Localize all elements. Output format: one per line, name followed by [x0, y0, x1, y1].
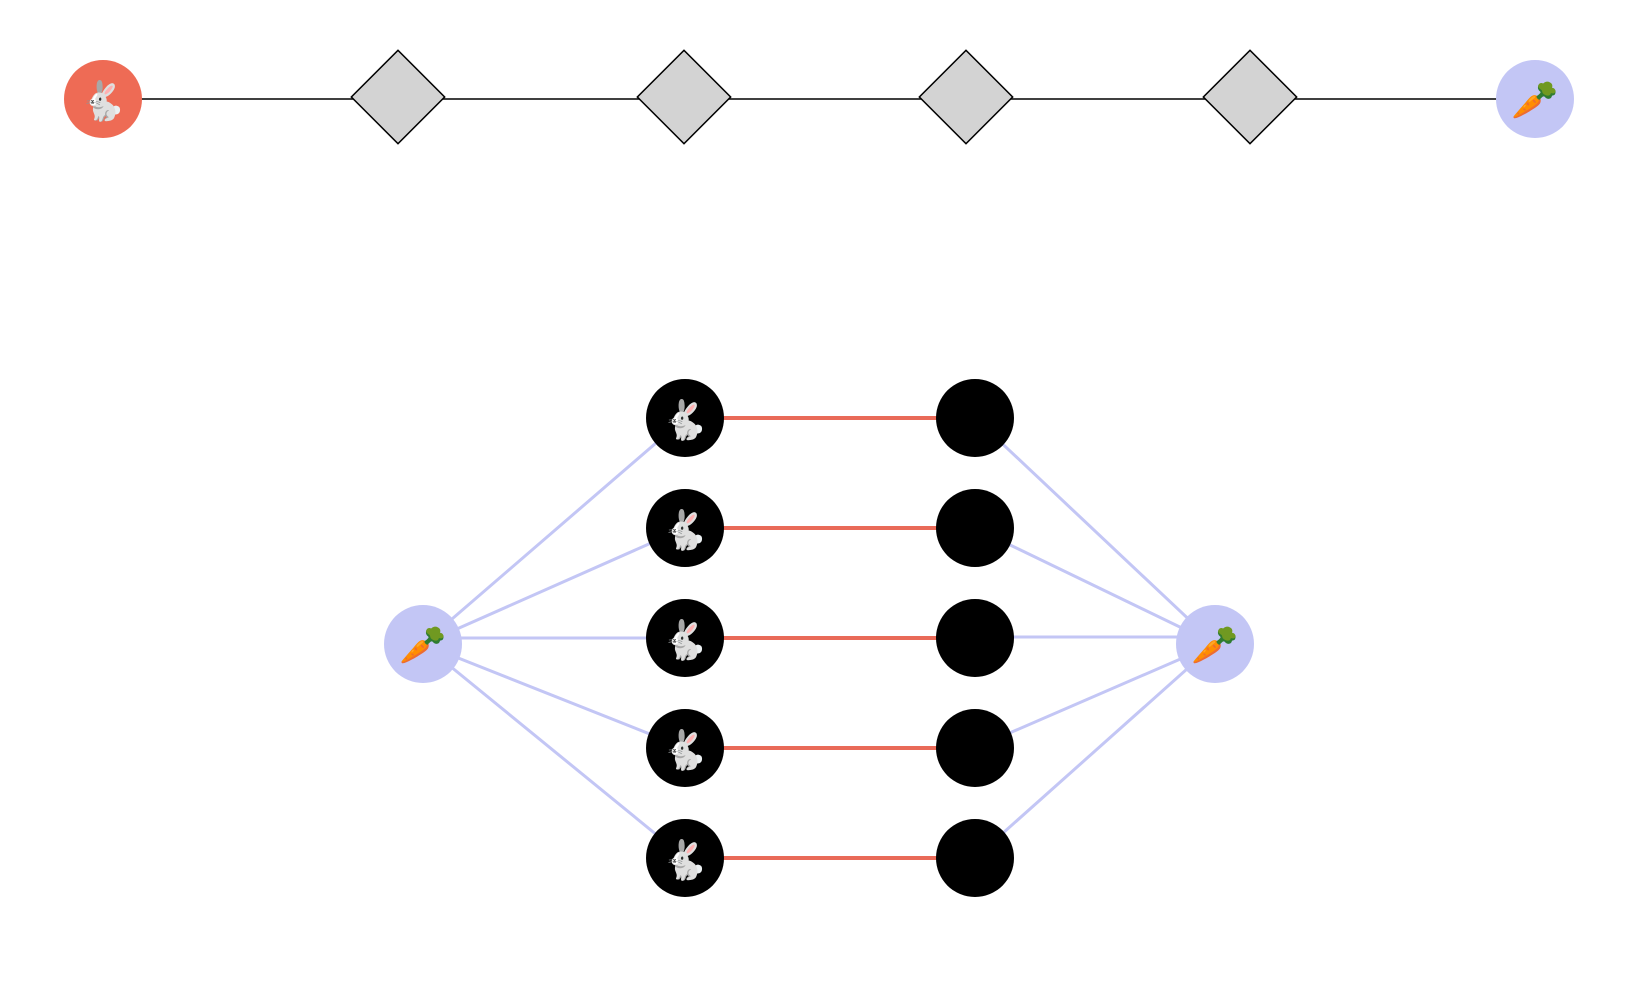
- right-column-nodes: [936, 379, 1014, 897]
- carrot-icon: 🥕: [1191, 623, 1238, 667]
- left-hub-edge-2: [422, 526, 686, 646]
- step-node-4: [1202, 49, 1298, 145]
- rabbit-node: [64, 60, 142, 138]
- top-chain: 🐇 🥕: [64, 49, 1574, 145]
- right-hub-edge-4: [974, 642, 1216, 750]
- rabbit-node: [646, 599, 724, 677]
- rabbit-node: [646, 819, 724, 897]
- pair-node-5: [936, 819, 1014, 897]
- carrot-icon: 🥕: [1511, 78, 1558, 122]
- step-node-3: [918, 49, 1014, 145]
- step-node-2: [636, 49, 732, 145]
- step-node-1: [350, 49, 446, 145]
- left-hub-edge-4: [422, 642, 686, 750]
- left-hub-edge-5: [422, 642, 686, 860]
- rabbit-node: [646, 489, 724, 567]
- pair-node-3: [936, 599, 1014, 677]
- pair-node-2: [936, 489, 1014, 567]
- pair-node-4: [936, 709, 1014, 787]
- rabbit-icon: 🐇: [661, 508, 708, 552]
- rabbit-icon: 🐇: [661, 398, 708, 442]
- carrot-icon: 🥕: [399, 623, 446, 667]
- pair-edges: [685, 416, 975, 860]
- carrot-node: [384, 605, 462, 683]
- rabbit-icon: 🐇: [79, 79, 126, 123]
- right-hub: 🥕: [1176, 605, 1254, 683]
- pair-node-1: [936, 379, 1014, 457]
- left-hub-edge-1: [422, 416, 686, 646]
- rabbit-icon: 🐇: [661, 728, 708, 772]
- top-step-nodes: [350, 49, 1298, 145]
- top-start-node: 🐇: [64, 60, 142, 138]
- rabbit-node: [646, 709, 724, 787]
- top-end-node: 🥕: [1496, 60, 1574, 138]
- rabbit-icon: 🐇: [661, 618, 708, 662]
- left-column-nodes: 🐇 🐇 🐇 🐇 🐇: [646, 379, 724, 897]
- right-hub-edge-2: [974, 526, 1216, 646]
- right-hub-edge-5: [974, 642, 1216, 860]
- rabbit-node: [646, 379, 724, 457]
- left-hub-edges: [422, 416, 686, 860]
- carrot-node: [1496, 60, 1574, 138]
- rabbit-icon: 🐇: [661, 838, 708, 882]
- left-hub: 🥕: [384, 605, 462, 683]
- right-hub-edges: [973, 416, 1217, 860]
- carrot-node: [1176, 605, 1254, 683]
- right-hub-edge-1: [973, 416, 1217, 646]
- bottom-graph: 🥕 🥕 🐇 🐇 🐇 🐇 🐇: [384, 379, 1254, 897]
